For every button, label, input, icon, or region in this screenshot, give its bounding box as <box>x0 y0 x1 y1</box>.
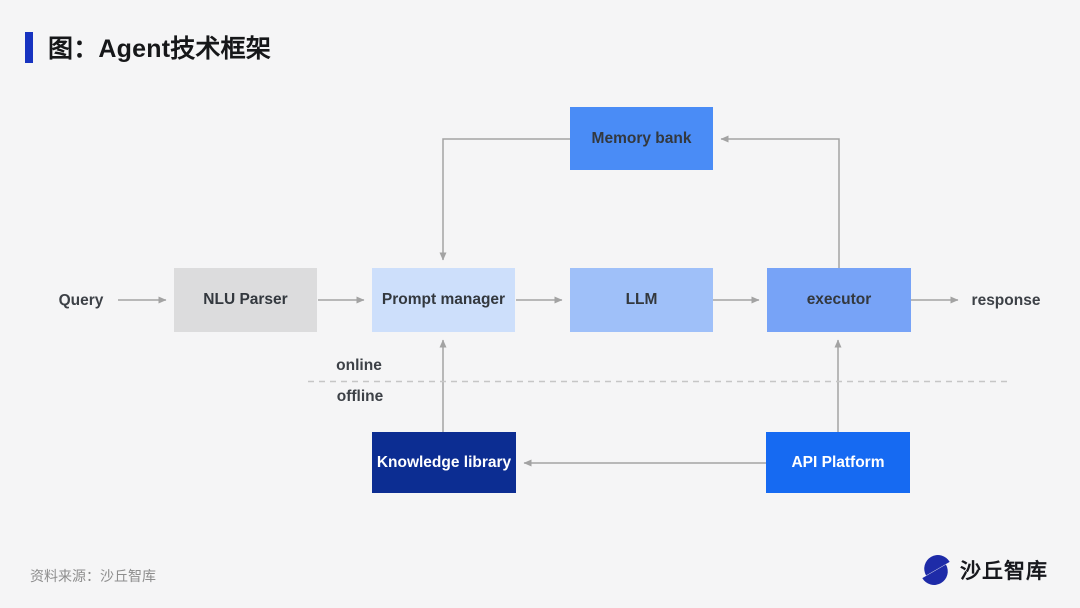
edge-memory-bank-to-prompt-manager <box>439 138 570 261</box>
label-response: response <box>971 292 1041 309</box>
node-executor: executor <box>767 268 911 332</box>
label-query: Query <box>58 292 104 309</box>
node-prompt-manager: Prompt manager <box>372 268 515 332</box>
node-llm: LLM <box>570 268 713 332</box>
node-label: Knowledge library <box>376 453 512 471</box>
node-nlu-parser: NLU Parser <box>174 268 317 332</box>
node-label: Memory bank <box>591 129 692 147</box>
edge-executor-to-memory-bank <box>720 135 840 268</box>
brand-logo: 沙丘智库 <box>919 550 1048 590</box>
label-online: online <box>336 357 382 374</box>
node-label: NLU Parser <box>203 291 288 308</box>
node-label: executor <box>806 291 872 308</box>
node-label: API Platform <box>791 453 885 471</box>
brand-logo-text: 沙丘智库 <box>960 560 1048 583</box>
node-knowledge-library: Knowledge library <box>372 432 516 493</box>
brand-s-icon <box>922 555 950 585</box>
label-offline: offline <box>336 388 384 405</box>
node-memory-bank: Memory bank <box>570 107 713 170</box>
page-title: 图：Agent技术框架 <box>48 35 272 63</box>
node-label: LLM <box>625 291 658 308</box>
footer-source-note: 资料来源：沙丘智库 <box>30 568 156 584</box>
title-marker-bar <box>25 31 33 63</box>
node-api-platform: API Platform <box>766 432 910 493</box>
node-label: Prompt manager <box>381 291 506 308</box>
header: 图：Agent技术框架 <box>25 29 271 65</box>
